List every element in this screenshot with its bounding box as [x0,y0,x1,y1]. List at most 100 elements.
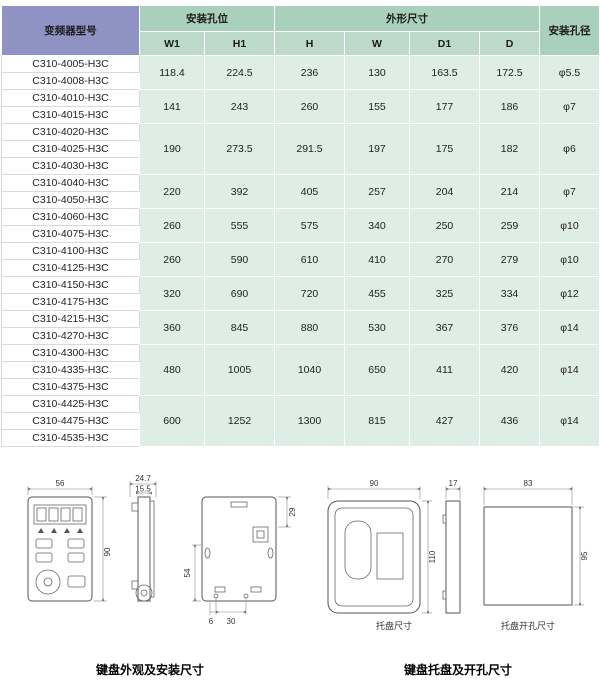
d-cell: 259 [479,208,540,243]
d-cell: 182 [479,123,540,175]
w1-cell: 118.4 [139,55,205,90]
model-cell: C310-4030-H3C [1,157,140,175]
d1-cell: 175 [409,123,480,175]
keypad-side-view [131,496,155,602]
keypad-caption: 键盘外观及安装尺寸 [95,663,205,677]
col-header-w1: W1 [139,31,205,56]
w1-cell: 190 [139,123,205,175]
dim-label: 83 [524,479,533,488]
w-cell: 530 [344,310,410,345]
w-cell: 130 [344,55,410,90]
d1-cell: 411 [409,344,480,396]
model-cell: C310-4025-H3C [1,140,140,158]
w1-cell: 260 [139,242,205,277]
d-cell: 334 [479,276,540,311]
tray-caption: 键盘托盘及开孔尺寸 [403,663,513,677]
w-cell: 197 [344,123,410,175]
mount-holes-header: 安装孔位 [139,5,275,32]
model-cell: C310-4100-H3C [1,242,140,260]
page: { "colors": { "header_purple": "#8e93c4"… [0,5,600,700]
model-cell: C310-4005-H3C [1,55,140,73]
w1-cell: 141 [139,89,205,124]
h1-cell: 243 [204,89,275,124]
w-cell: 815 [344,395,410,447]
keypad-front-view [27,496,93,602]
hole-cell: φ10 [539,208,600,243]
d-cell: 420 [479,344,540,396]
w-cell: 455 [344,276,410,311]
hole-cell: φ14 [539,344,600,396]
d1-cell: 250 [409,208,480,243]
h1-cell: 690 [204,276,275,311]
d-cell: 172.5 [479,55,540,90]
col-header-d: D [479,31,540,56]
model-cell: C310-4425-H3C [1,395,140,413]
d-cell: 279 [479,242,540,277]
tray-drawing: 90 110 17 83 [327,479,589,631]
hole-cell: φ7 [539,174,600,209]
dim-label: 15.5 [135,485,151,494]
h-cell: 1040 [274,344,345,396]
keypad-side-dims: 24.7 15.5 [129,475,157,497]
d-cell: 436 [479,395,540,447]
tray-cutout-view [483,506,573,606]
d-cell: 214 [479,174,540,209]
col-header-w: W [344,31,410,56]
col-header-h: H [274,31,345,56]
h-cell: 880 [274,310,345,345]
model-cell: C310-4020-H3C [1,123,140,141]
d1-cell: 270 [409,242,480,277]
model-cell: C310-4175-H3C [1,293,140,311]
model-cell: C310-4050-H3C [1,191,140,209]
table-row: C310-4025-H3C [1,140,600,158]
dim-label: 29 [288,507,297,516]
table-row: C310-4015-H3C [1,106,600,124]
model-cell: C310-4375-H3C [1,378,140,396]
outline-header: 外形尺寸 [274,5,540,32]
w1-cell: 360 [139,310,205,345]
table-row: C310-4175-H3C [1,293,600,311]
model-cell: C310-4060-H3C [1,208,140,226]
hole-cell: φ7 [539,89,600,124]
h-cell: 236 [274,55,345,90]
hole-cell: φ14 [539,310,600,345]
hole-dia-header: 安装孔径 [539,5,600,56]
w1-cell: 320 [139,276,205,311]
d1-cell: 177 [409,89,480,124]
table-row: C310-4475-H3C [1,412,600,430]
keypad-front-dims: 56 90 [27,479,112,602]
h-cell: 291.5 [274,123,345,175]
d1-cell: 367 [409,310,480,345]
col-header-h1: H1 [204,31,275,56]
hole-cell: φ5.5 [539,55,600,90]
spec-table: 变频器型号 安装孔位 外形尺寸 安装孔径 W1 H1 H W D1 D C310… [1,5,600,447]
tray-cutout-dims: 83 95 [483,479,589,606]
dim-label: 95 [580,551,589,560]
w-cell: 155 [344,89,410,124]
hole-cell: φ6 [539,123,600,175]
model-cell: C310-4008-H3C [1,72,140,90]
dim-label: 90 [103,547,112,556]
model-header: 变频器型号 [1,5,140,56]
dim-label: 30 [227,617,236,626]
h-cell: 405 [274,174,345,209]
table-row: C310-4535-H3C [1,429,600,447]
h1-cell: 224.5 [204,55,275,90]
d-cell: 186 [479,89,540,124]
model-cell: C310-4015-H3C [1,106,140,124]
keypad-rear-dims: 29 54 6 30 [183,496,297,626]
h1-cell: 392 [204,174,275,209]
hole-cell: φ12 [539,276,600,311]
h1-cell: 1005 [204,344,275,396]
h1-cell: 590 [204,242,275,277]
header-row-1: 变频器型号 安装孔位 外形尺寸 安装孔径 [1,5,600,56]
h-cell: 610 [274,242,345,277]
d1-cell: 427 [409,395,480,447]
